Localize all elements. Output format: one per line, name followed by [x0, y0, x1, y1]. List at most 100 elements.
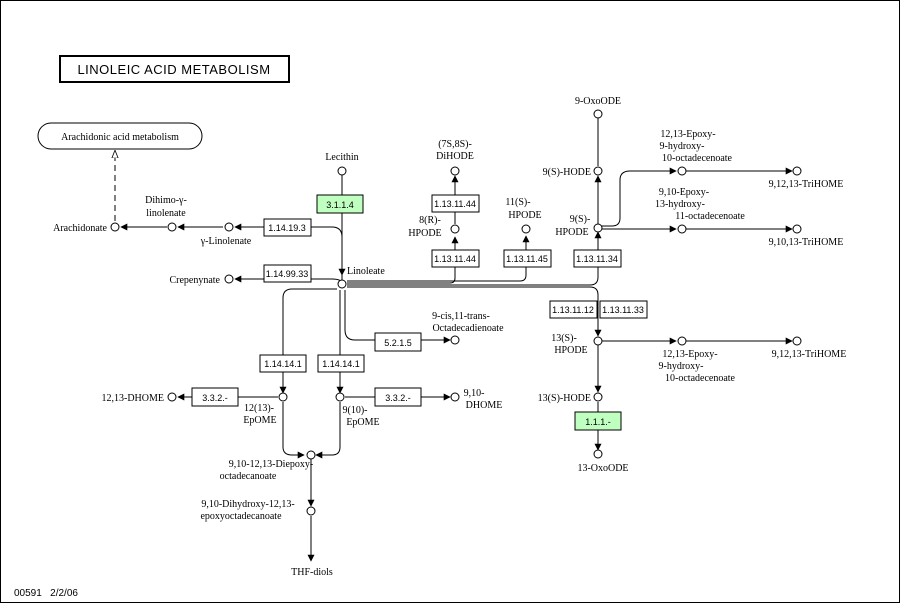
compound-node-epoxy-c[interactable]: [677, 336, 687, 346]
compound-label-12-13-dhome: 12,13-DHOME: [102, 393, 165, 404]
enzyme-1-14-14-1-right[interactable]: 1.14.14.1: [317, 354, 365, 373]
enzyme-label: 1.14.19.3: [268, 223, 306, 233]
compound-label-epoxy-a-3: 10-octadecenoate: [662, 153, 733, 164]
enzyme-1-13-11-33[interactable]: 1.13.11.33: [599, 300, 648, 319]
compound-label-dihydroxy-2: epoxyoctadecanoate: [200, 511, 282, 522]
enzyme-1-13-11-34[interactable]: 1.13.11.34: [573, 249, 622, 268]
enzyme-label: 1.13.11.45: [506, 254, 548, 264]
enzyme-1-13-11-44-lower[interactable]: 1.13.11.44: [431, 249, 480, 268]
compound-label-diepoxy-2: octadecanoate: [220, 471, 277, 482]
compound-label-12-13-epome-2: EpOME: [243, 415, 276, 426]
compound-node-gamma-linolenate[interactable]: [224, 222, 234, 232]
compound-label-thf-diols: THF-diols: [291, 567, 333, 578]
enzyme-5-2-1-5[interactable]: 5.2.1.5: [374, 332, 422, 352]
enzyme-label: 1.14.99.33: [266, 269, 309, 279]
compound-label-cis-trans-1: 9-cis,11-trans-: [432, 311, 490, 322]
compound-node-cis-trans[interactable]: [450, 335, 460, 345]
reaction-lines: [115, 109, 793, 562]
compound-label-epoxy-c-1: 12,13-Epoxy-: [662, 349, 717, 360]
compound-label-dihydroxy-1: 9,10-Dihydroxy-12,13-: [201, 499, 294, 510]
enzyme-label: 1.13.11.34: [576, 254, 618, 264]
compound-node-9s-hpode[interactable]: [593, 223, 603, 233]
compound-node-dihode[interactable]: [450, 166, 460, 176]
compound-label-epoxy-a-1: 12,13-Epoxy-: [660, 129, 715, 140]
map-title: LINOLEIC ACID METABOLISM: [59, 55, 290, 83]
enzyme-1-13-11-44-upper[interactable]: 1.13.11.44: [431, 194, 480, 213]
compound-node-8r-hpode[interactable]: [450, 224, 460, 234]
enzyme-1-13-11-12[interactable]: 1.13.11.12: [549, 300, 598, 319]
enzyme-1-13-11-45[interactable]: 1.13.11.45: [503, 249, 552, 268]
enzyme-1-14-99-33[interactable]: 1.14.99.33: [263, 264, 312, 283]
compound-node-dihydroxy[interactable]: [306, 506, 316, 516]
compound-label-8r-hpode-2: HPODE: [408, 228, 441, 239]
compound-node-linoleate[interactable]: [337, 279, 347, 289]
compound-node-12-13-epome[interactable]: [278, 392, 288, 402]
enzyme-label: 1.14.14.1: [264, 359, 302, 369]
compound-label-lecithin: Lecithin: [325, 152, 358, 163]
compound-label-diepoxy-1: 9,10-12,13-Diepoxy-: [229, 459, 313, 470]
enzyme-1-14-19-3[interactable]: 1.14.19.3: [263, 218, 312, 237]
compound-node-crepenynate[interactable]: [224, 274, 234, 284]
compound-label-9-10-dhome-1: 9,10-: [464, 388, 485, 399]
compound-node-9s-hode[interactable]: [593, 166, 603, 176]
compound-label-trihome-c: 9,12,13-TriHOME: [772, 349, 847, 360]
compound-node-9-10-epome[interactable]: [335, 392, 345, 402]
enzyme-label: 1.14.14.1: [322, 359, 360, 369]
compound-label-8r-hpode-1: 8(R)-: [419, 215, 441, 226]
compound-label-13-oxoode: 13-OxoODE: [577, 463, 628, 474]
enzyme-label: 3.1.1.4: [326, 200, 354, 210]
compound-label-epoxy-c-2: 9-hydroxy-: [659, 361, 704, 372]
compound-label-dihode-2: DiHODE: [436, 151, 474, 162]
compound-node-13s-hode[interactable]: [593, 392, 603, 402]
compound-label-11s-hpode-2: HPODE: [508, 210, 541, 221]
enzyme-label: 1.13.11.44: [434, 199, 476, 209]
compound-nodes: [110, 109, 802, 516]
compound-label-9s-hpode-2: HPODE: [555, 227, 588, 238]
compound-label-9-10-epome-1: 9(10)-: [343, 405, 368, 416]
compound-node-trihome-b[interactable]: [792, 224, 802, 234]
compound-label-trihome-b: 9,10,13-TriHOME: [769, 237, 844, 248]
enzyme-1-14-14-1-left[interactable]: 1.14.14.1: [259, 354, 307, 373]
pathway-link-arachidonic-label: Arachidonic acid metabolism: [61, 132, 179, 143]
compound-label-13s-hpode-1: 13(S)-: [551, 333, 577, 344]
enzyme-label: 1.1.1.-: [585, 417, 611, 427]
compound-label-9-oxoode: 9-OxoODE: [575, 96, 621, 107]
compound-node-trihome-a[interactable]: [792, 166, 802, 176]
compound-label-arachidonate: Arachidonate: [53, 223, 107, 234]
compound-node-dihomo-linolenate[interactable]: [167, 222, 177, 232]
compound-node-trihome-c[interactable]: [792, 336, 802, 346]
compound-node-epoxy-a[interactable]: [677, 166, 687, 176]
compound-node-arachidonate[interactable]: [110, 222, 120, 232]
enzyme-label: 1.13.11.33: [602, 305, 644, 315]
compound-node-12-13-dhome[interactable]: [167, 392, 177, 402]
enzyme-3-3-2-right[interactable]: 3.3.2.-: [374, 387, 422, 407]
enzyme-3-1-1-4[interactable]: 3.1.1.4: [316, 194, 364, 214]
compound-label-gamma-linolenate: γ-Linolenate: [200, 236, 252, 247]
compound-node-11s-hpode[interactable]: [521, 224, 531, 234]
compound-label-9-10-epome-2: EpOME: [346, 417, 379, 428]
compound-label-cis-trans-2: Octadecadienoate: [432, 323, 504, 334]
compound-label-epoxy-b-2: 13-hydroxy-: [655, 199, 705, 210]
compound-node-9-oxoode[interactable]: [593, 109, 603, 119]
enzyme-1-1-1[interactable]: 1.1.1.-: [574, 411, 622, 431]
enzyme-label: 1.13.11.12: [552, 305, 594, 315]
compound-label-epoxy-b-1: 9,10-Epoxy-: [659, 187, 709, 198]
compound-label-9-10-dhome-2: DHOME: [466, 400, 503, 411]
compound-node-diepoxy[interactable]: [306, 450, 316, 460]
compound-label-epoxy-a-2: 9-hydroxy-: [660, 141, 705, 152]
enzyme-3-3-2-left[interactable]: 3.3.2.-: [191, 387, 239, 407]
compound-node-epoxy-b[interactable]: [677, 224, 687, 234]
compound-node-9-10-dhome[interactable]: [450, 392, 460, 402]
pathway-link-arachidonic[interactable]: Arachidonic acid metabolism: [37, 122, 203, 150]
compound-label-trihome-a: 9,12,13-TriHOME: [769, 179, 844, 190]
compound-node-13s-hpode[interactable]: [593, 336, 603, 346]
enzyme-label: 3.3.2.-: [385, 393, 411, 403]
compound-node-lecithin[interactable]: [337, 166, 347, 176]
compound-label-dihomo-2: linolenate: [146, 208, 186, 219]
compound-label-epoxy-c-3: 10-octadecenoate: [665, 373, 736, 384]
compound-node-13-oxoode[interactable]: [593, 449, 603, 459]
compound-label-dihode-1: (7S,8S)-: [438, 139, 472, 150]
compound-label-linoleate: Linoleate: [347, 266, 385, 277]
